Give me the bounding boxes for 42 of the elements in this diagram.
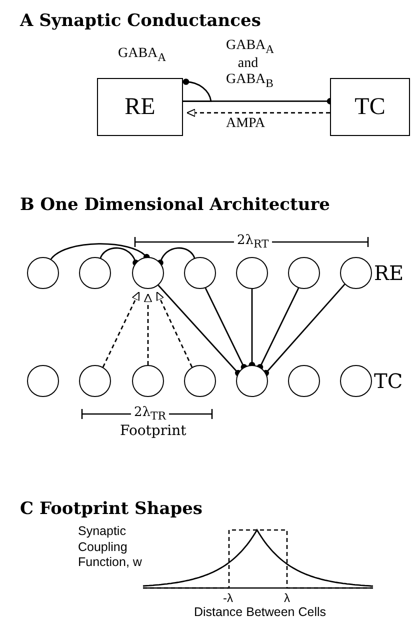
synapse-connector	[256, 288, 300, 370]
synapse-connector	[100, 247, 139, 266]
synapse-connector	[144, 294, 152, 365]
synapse-connector	[262, 284, 346, 376]
axis-label: Synaptic Coupling Function, w	[78, 524, 143, 571]
synapse-connector	[157, 247, 196, 266]
box-label: RE	[124, 94, 156, 120]
neuron-circle	[236, 257, 268, 289]
neuron-circle	[236, 365, 268, 397]
neuron-circle	[27, 257, 59, 289]
synapse-connector	[102, 292, 140, 368]
row-label: RE	[374, 262, 404, 284]
neuron-circle	[79, 257, 111, 289]
neuron-circle	[132, 257, 164, 289]
neuron-circle	[340, 365, 372, 397]
box-label: TC	[354, 94, 386, 120]
neuron-box	[330, 78, 410, 136]
neuron-circle	[340, 257, 372, 289]
neuron-circle	[79, 365, 111, 397]
row-label: TC	[374, 370, 403, 392]
neuron-circle	[288, 257, 320, 289]
synapse-connector	[182, 78, 212, 102]
panel-title: B One Dimensional Architecture	[20, 196, 330, 215]
neuron-circle	[132, 365, 164, 397]
synapse-connector	[50, 243, 150, 260]
dimension-label: Footprint	[120, 424, 186, 440]
neuron-circle	[184, 257, 216, 289]
tick-label: -λ	[223, 592, 233, 606]
tick-label: λ	[284, 592, 290, 606]
panel-title: C Footprint Shapes	[20, 500, 202, 519]
neuron-circle	[27, 365, 59, 397]
neuron-circle	[184, 365, 216, 397]
synapse-connector	[186, 108, 330, 117]
dimension-label: 2λ$_{RT}$	[234, 234, 272, 250]
axis-label: Distance Between Cells	[194, 606, 326, 620]
synapse-connector	[158, 284, 242, 376]
neuron-circle	[288, 365, 320, 397]
synapse-connector	[156, 292, 193, 368]
neuron-box	[97, 78, 183, 136]
dimension-label: 2λ$_{TR}$	[131, 406, 169, 422]
panel-title: A Synaptic Conductances	[20, 12, 261, 31]
synapse-connector	[204, 288, 248, 370]
